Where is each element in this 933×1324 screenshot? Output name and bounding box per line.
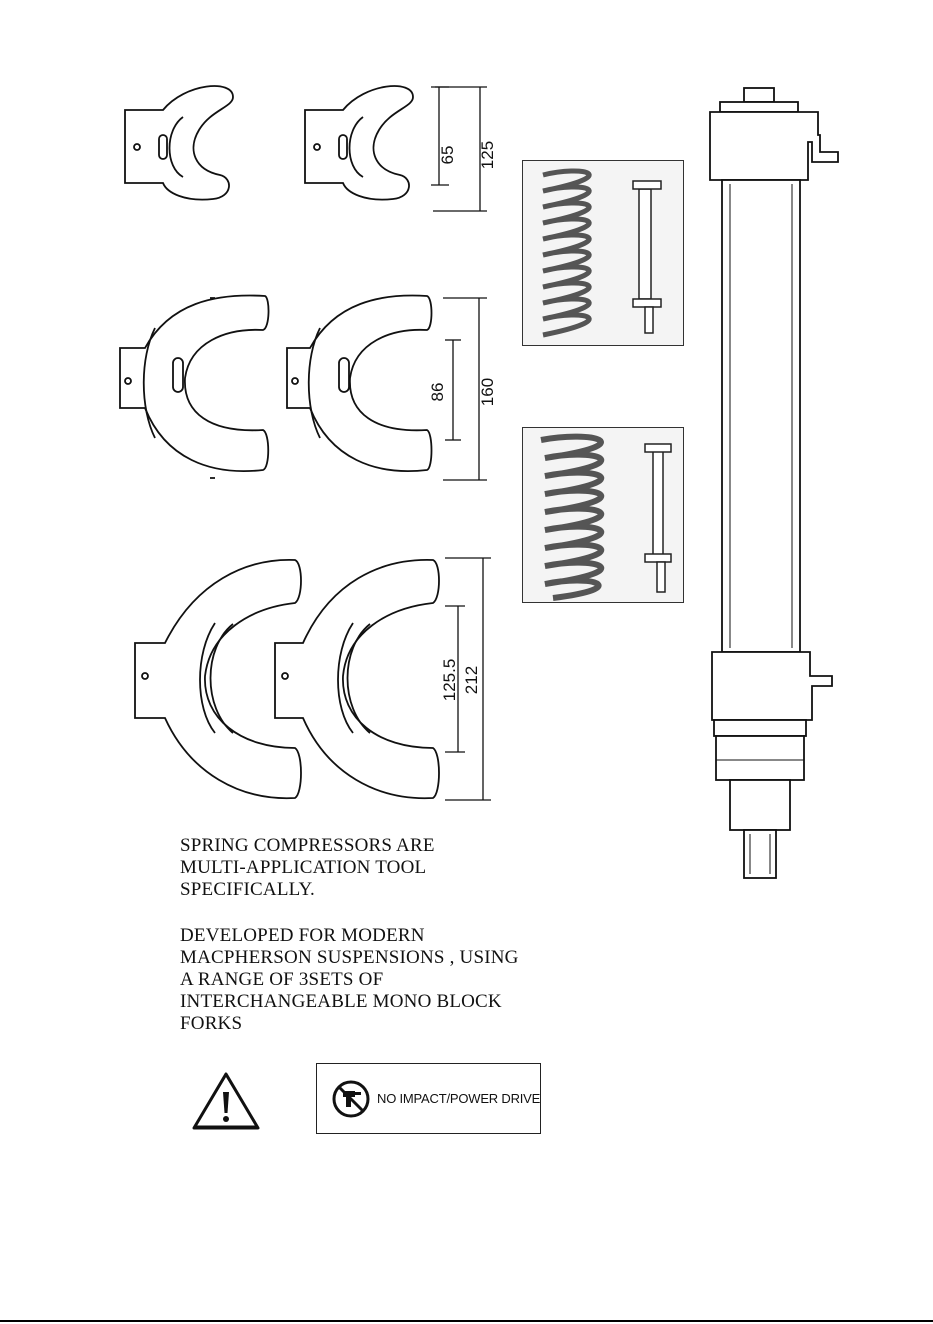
medium-fork-right [287, 296, 432, 472]
description-line: DEVELOPED FOR MODERN [180, 925, 519, 947]
description-line: MULTI-APPLICATION TOOL [180, 857, 435, 879]
description-line: A RANGE OF 3SETS OF [180, 969, 519, 991]
medium-fork-set: 86 160 [115, 288, 505, 488]
medium-outer-dimension: 160 [478, 378, 497, 406]
large-inner-dimension: 125.5 [440, 659, 459, 702]
large-fork-left [135, 560, 301, 798]
compressor-photo-bottom [522, 427, 684, 603]
large-fork-set: 125.5 212 [115, 548, 505, 808]
large-outer-dimension: 212 [462, 666, 481, 694]
no-impact-drill-icon [331, 1079, 371, 1119]
description-line: INTERCHANGEABLE MONO BLOCK [180, 991, 519, 1013]
small-fork-set: 65 125 [115, 75, 505, 220]
small-inner-dimension: 65 [438, 146, 457, 165]
description-line: FORKS [180, 1013, 519, 1035]
description-paragraph-1: SPRING COMPRESSORS ARE MULTI-APPLICATION… [180, 835, 435, 901]
description-line: MACPHERSON SUSPENSIONS , USING [180, 947, 519, 969]
medium-inner-dimension: 86 [428, 383, 447, 402]
no-impact-notice: NO IMPACT/POWER DRIVE [316, 1063, 541, 1134]
description-line: SPRING COMPRESSORS ARE [180, 835, 435, 857]
no-impact-notice-text: NO IMPACT/POWER DRIVE [377, 1091, 540, 1106]
warning-triangle-icon [190, 1070, 262, 1132]
compressor-shaft-drawing [700, 80, 850, 885]
description-line: SPECIFICALLY. [180, 879, 435, 901]
compressor-photo-top [522, 160, 684, 346]
small-outer-dimension: 125 [478, 141, 497, 169]
small-fork-left [125, 86, 233, 200]
page-bottom-rule [0, 1320, 933, 1322]
medium-fork-left [120, 296, 269, 478]
small-fork-right [305, 86, 413, 200]
description-paragraph-2: DEVELOPED FOR MODERN MACPHERSON SUSPENSI… [180, 925, 519, 1035]
